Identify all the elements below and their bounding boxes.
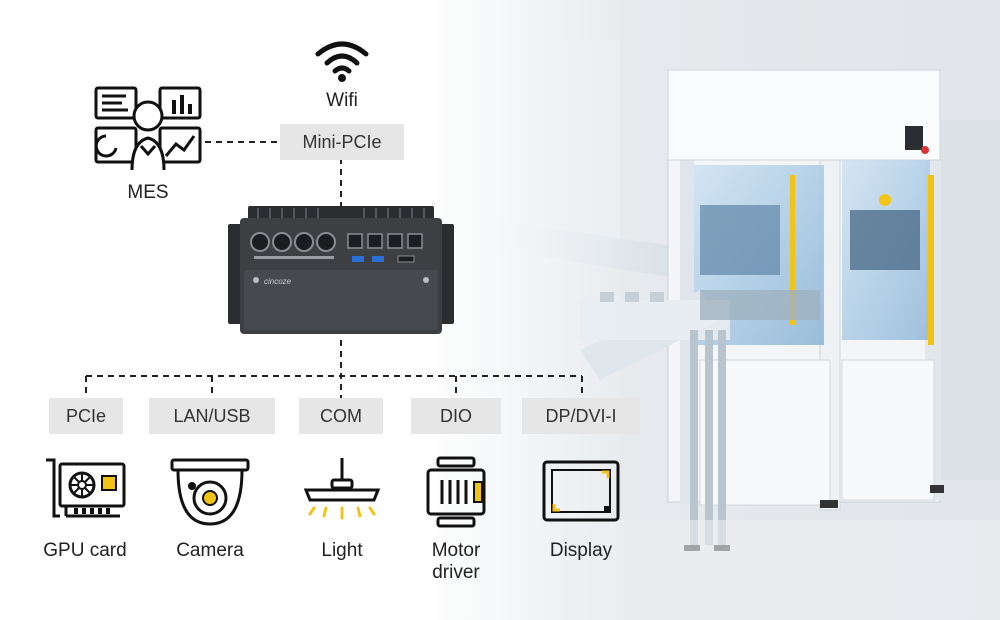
light-icon: [303, 458, 381, 520]
interface-box-dio: DIO: [411, 398, 501, 434]
device-label-motor-driver: Motor driver: [410, 540, 502, 584]
mini-pcie-box: Mini-PCIe: [280, 124, 404, 160]
interface-box-lan-usb: LAN/USB: [149, 398, 275, 434]
camera-icon: [170, 458, 250, 526]
device-label-camera: Camera: [176, 540, 244, 561]
display-icon: [542, 460, 620, 522]
interface-box-com: COM: [299, 398, 383, 434]
device-brand: cincoze: [264, 277, 292, 286]
embedded-pc-device: cincoze: [228, 206, 454, 334]
mes-icon: [94, 86, 202, 171]
gpu-card-icon: [46, 458, 126, 518]
interface-box-pcie: PCIe: [49, 398, 123, 434]
wifi-label: Wifi: [326, 90, 358, 111]
wifi-icon: [315, 41, 369, 82]
motor-driver-icon: [426, 456, 486, 528]
device-label-gpu-card: GPU card: [43, 540, 127, 561]
device-label-light: Light: [321, 540, 363, 561]
device-label-motor-line2: driver: [432, 562, 480, 583]
device-label-motor-line1: Motor: [431, 540, 481, 561]
device-label-display: Display: [549, 540, 613, 561]
mes-label: MES: [127, 182, 169, 203]
interface-box-dp-dvi: DP/DVI-I: [522, 398, 640, 434]
